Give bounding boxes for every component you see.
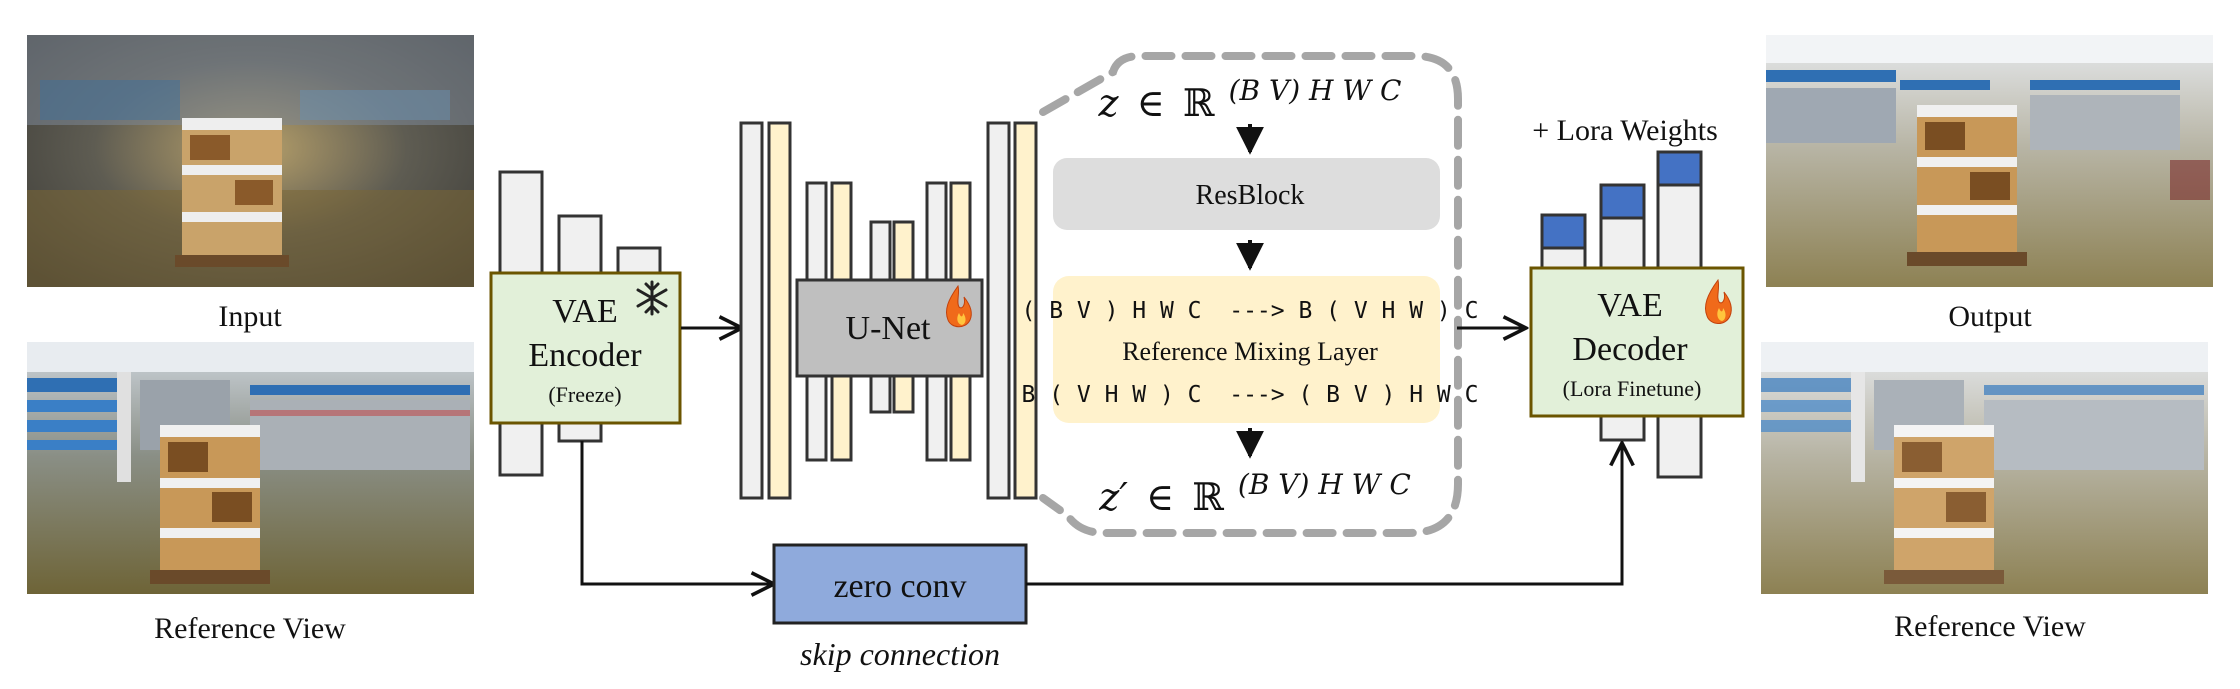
latent-output-formula: z′ ∈ ℝ (B V) H W C [1098, 468, 1411, 519]
decoder-note: (Lora Finetune) [1563, 376, 1702, 401]
decoder-title: VAE [1597, 287, 1663, 324]
snowflake-icon [636, 280, 668, 316]
lora-weights-label: + Lora Weights [1532, 114, 1718, 147]
vae-encoder-block: VAE Encoder (Freeze) [489, 271, 682, 425]
vae-decoder-block: VAE Decoder (Lora Finetune) [1529, 266, 1745, 418]
reference-image-left [27, 342, 474, 594]
output-image [1766, 35, 2213, 287]
input-image [27, 35, 474, 287]
decoder-subtitle: Decoder [1572, 331, 1688, 368]
skip-arrow-in [580, 441, 774, 584]
encoder-subtitle: Encoder [528, 337, 642, 374]
reshape-in-text: ( B V ) H W C ---> B ( V H W ) C [1022, 298, 1479, 324]
resblock-label: ResBlock [1196, 180, 1305, 211]
input-caption: Input [218, 300, 282, 333]
fire-icon [945, 284, 972, 328]
latent-panel-outline [1039, 52, 1462, 537]
zero-conv-block: zero conv [772, 543, 1028, 625]
reference-caption-right: Reference View [1894, 610, 2086, 643]
latent-input-formula: z ∈ ℝ (B V) H W C [1098, 74, 1402, 125]
reference-image-right [1761, 342, 2208, 594]
encoder-title: VAE [552, 293, 618, 330]
skip-arrow-out [1026, 443, 1622, 586]
output-caption: Output [1948, 300, 2032, 333]
unet-block: U-Net [795, 278, 984, 378]
resblock: ResBlock [1053, 158, 1440, 230]
zero-conv-label: zero conv [833, 568, 966, 605]
encoder-note: (Freeze) [548, 382, 621, 407]
mixing-label: Reference Mixing Layer [1122, 337, 1378, 366]
reference-mixing-layer: ( B V ) H W C ---> B ( V H W ) C Referen… [1022, 276, 1479, 423]
skip-connection-caption: skip connection [800, 636, 1000, 672]
reference-caption-left: Reference View [154, 612, 346, 645]
unet-label: U-Net [846, 310, 932, 347]
reshape-out-text: B ( V H W ) C ---> ( B V ) H W C [1022, 382, 1479, 408]
